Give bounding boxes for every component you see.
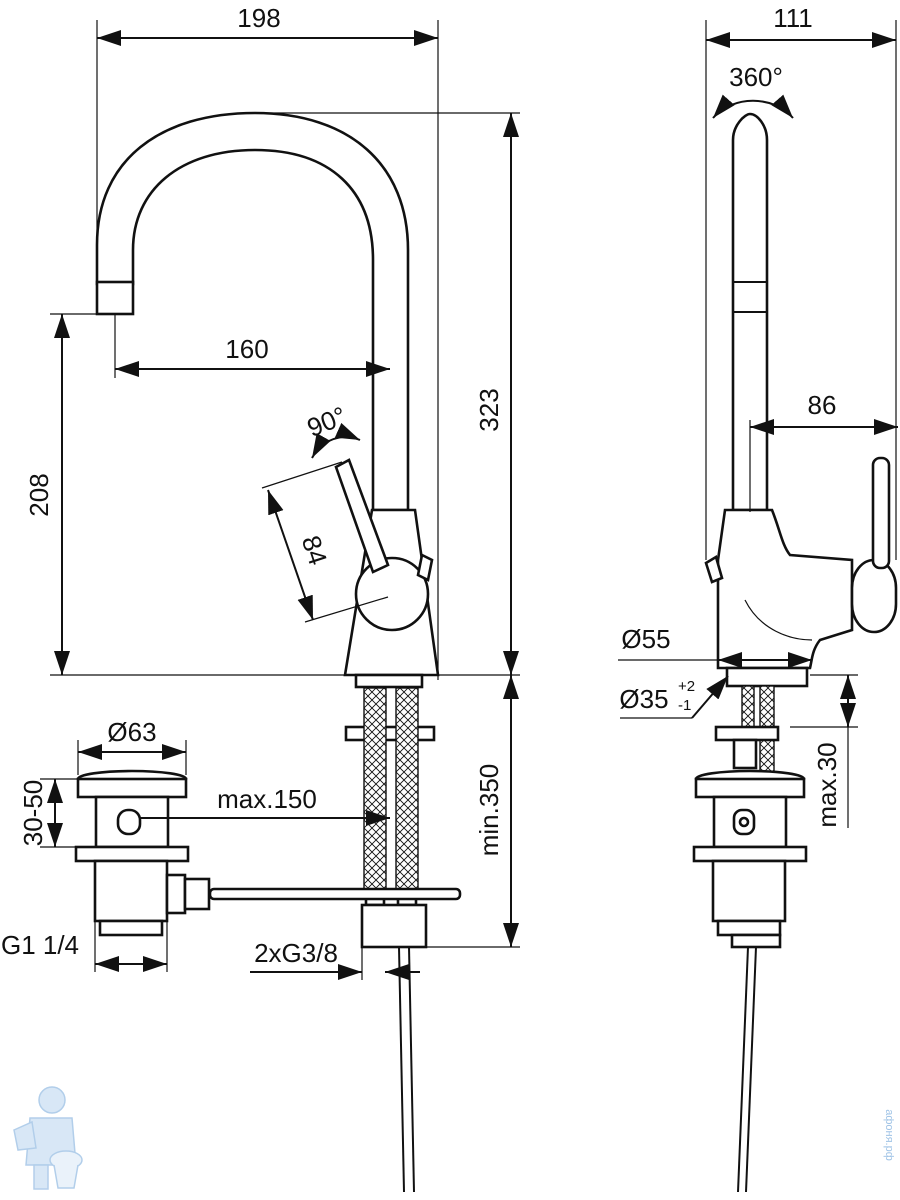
side-waste: [692, 769, 808, 1193]
dim-hose-thread: 2xG3/8: [254, 938, 338, 968]
dim-overall-depth: 111: [773, 3, 813, 33]
dim-lever-offset: 86: [808, 390, 837, 420]
dim-hole-diameter: Ø35: [619, 684, 668, 714]
dim-counter-thickness: max.30: [812, 742, 842, 827]
dim-spout-reach: 160: [225, 334, 268, 364]
supply-hoses: [360, 687, 428, 1193]
watermark-logo: [13, 1086, 83, 1190]
dim-lever-length: 84: [296, 532, 333, 569]
dim-below-counter: min.350: [474, 764, 504, 857]
dim-overall-width: 198: [237, 3, 280, 33]
spout: [95, 111, 410, 512]
dim-swivel: 360°: [729, 62, 783, 92]
dimensions: 198 323 208 160 90° 84 min.350 max.150: [1, 3, 898, 980]
dim-hole-tol-plus: +2: [678, 678, 695, 695]
dim-waste-thread: G1 1/4: [1, 930, 79, 960]
dim-overall-height: 323: [474, 388, 504, 431]
watermark-text: афоня.рф: [883, 1109, 895, 1161]
side-hoses: [714, 685, 780, 777]
dim-waste-diameter: Ø63: [107, 717, 156, 747]
waste-front: [74, 769, 211, 937]
side-body: [704, 456, 898, 688]
pull-rod: [208, 887, 462, 901]
dim-spout-height: 208: [24, 473, 54, 516]
dim-hole-tol-minus: -1: [678, 697, 691, 714]
front-view: [95, 111, 462, 1193]
side-view: [692, 112, 898, 1193]
dim-base-diameter: Ø55: [621, 624, 670, 654]
dim-waste-height: 30-50: [18, 780, 48, 847]
dim-hose-length: max.150: [217, 784, 317, 814]
